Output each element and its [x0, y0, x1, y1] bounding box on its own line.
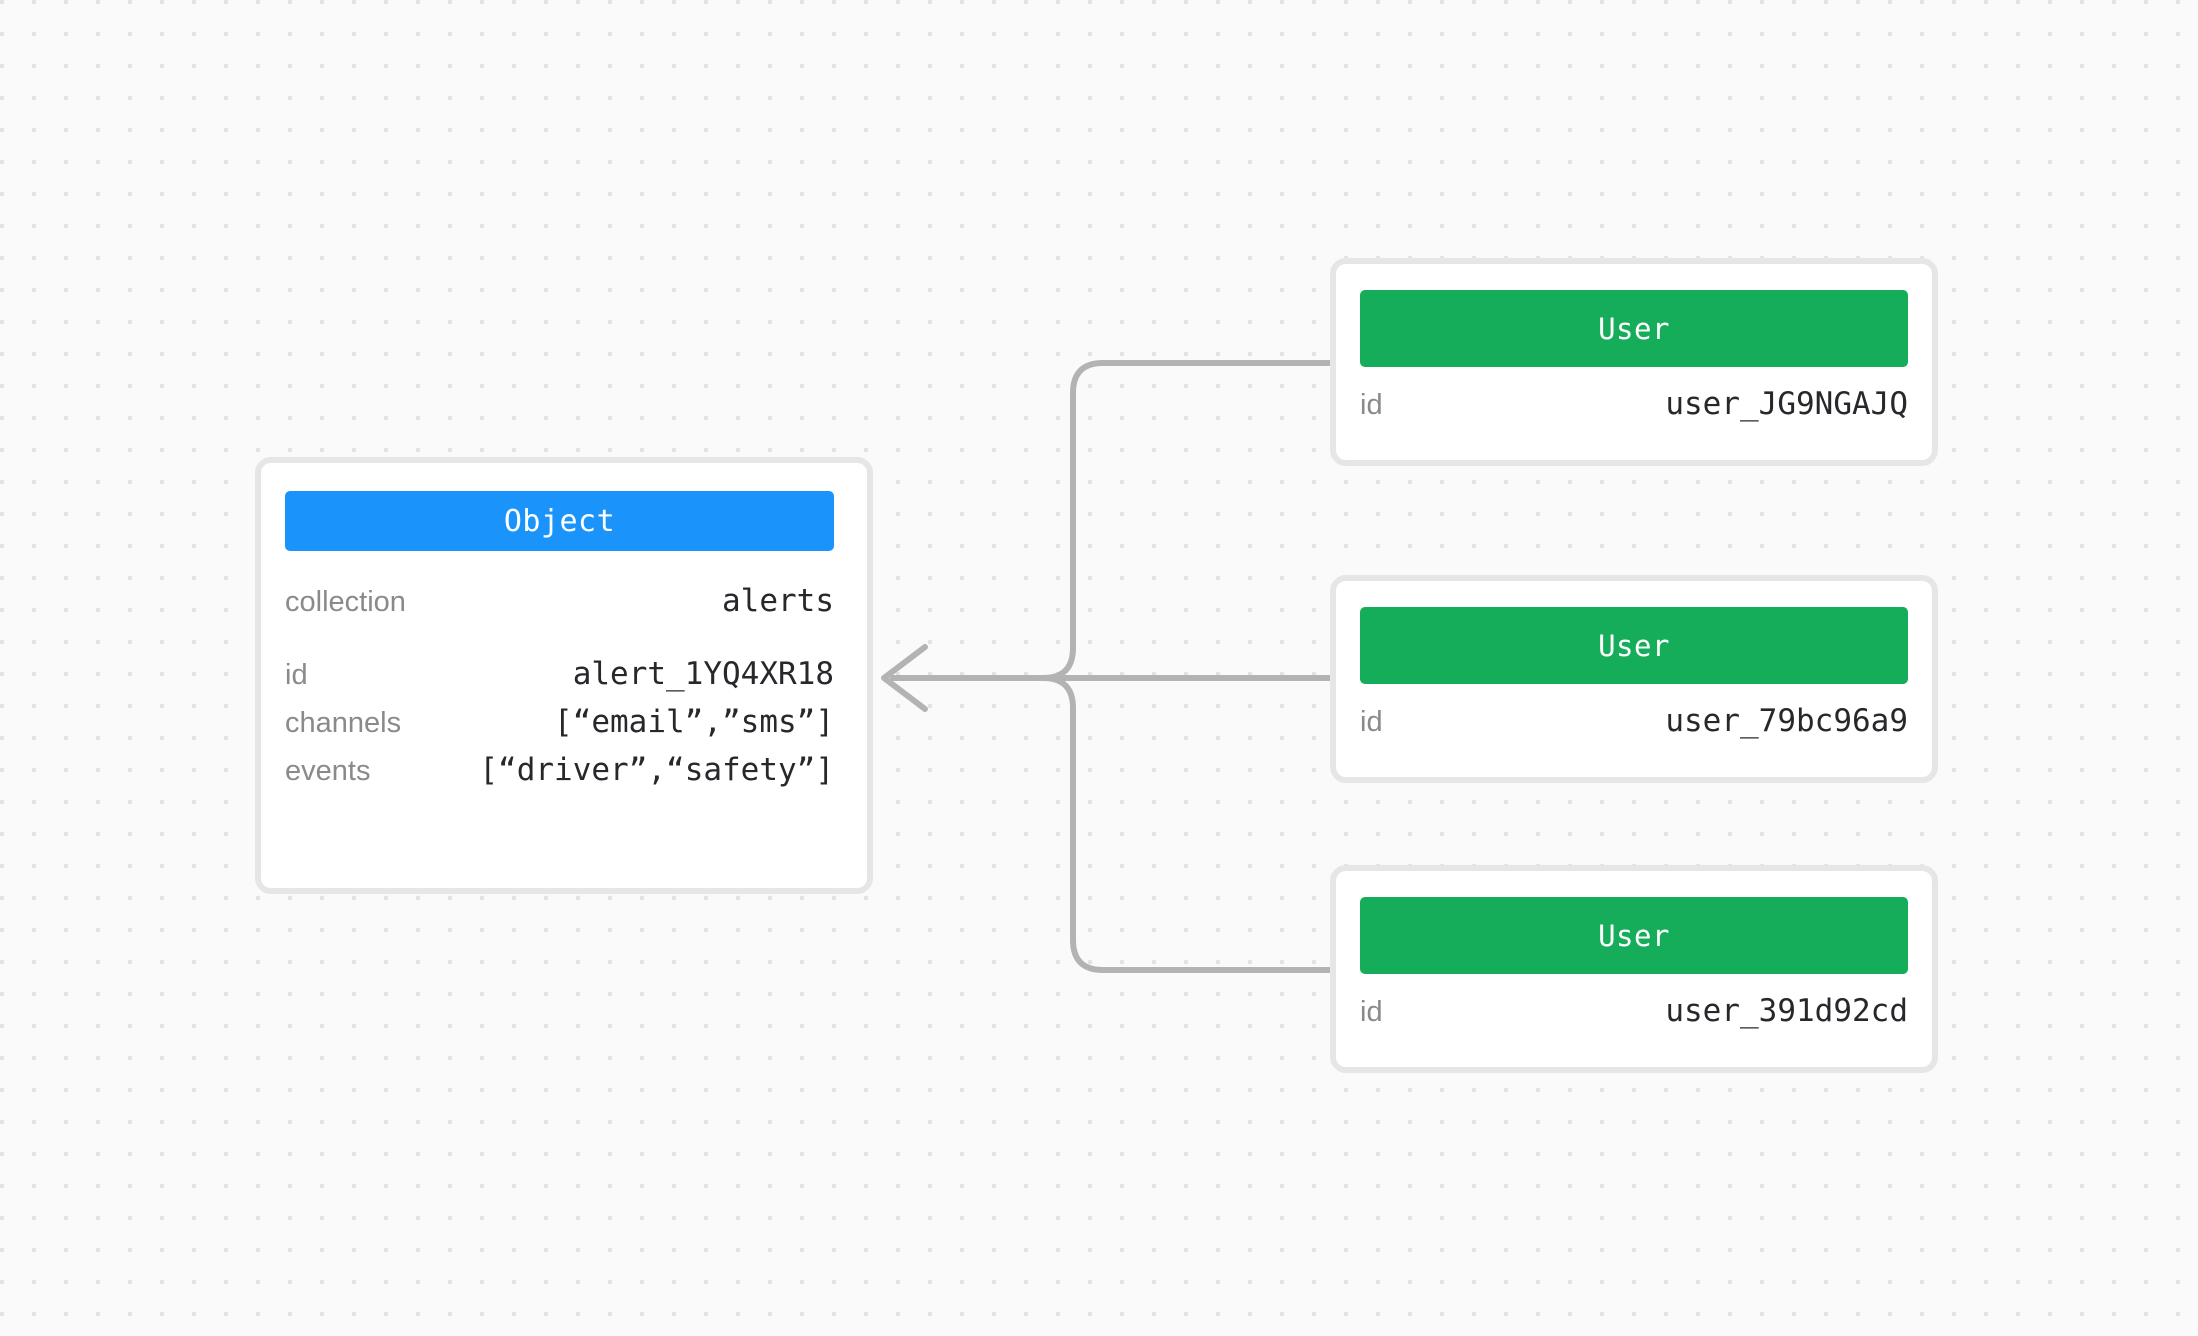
field-value: alerts [722, 583, 834, 619]
field-row-id: id user_79bc96a9 [1360, 703, 1908, 747]
field-value: [“email”,”sms”] [554, 704, 834, 740]
field-key: id [285, 659, 308, 691]
user-node-fields: id user_79bc96a9 [1360, 703, 1908, 747]
object-node-title: Object [285, 491, 834, 551]
field-key: collection [285, 586, 406, 618]
field-row-channels: channels [“email”,”sms”] [285, 704, 834, 752]
user-node-title: User [1360, 290, 1908, 367]
edge-user-0 [890, 360, 1336, 681]
field-value: user_JG9NGAJQ [1665, 386, 1908, 422]
field-key: id [1360, 389, 1383, 421]
field-value: [“driver”,“safety”] [479, 752, 834, 788]
field-value: user_391d92cd [1665, 993, 1908, 1029]
field-row-events: events [“driver”,“safety”] [285, 752, 834, 800]
object-node[interactable]: Object collection alerts id alert_1YQ4XR… [255, 457, 873, 894]
user-node[interactable]: User id user_79bc96a9 [1330, 575, 1938, 783]
field-key: events [285, 755, 371, 787]
field-group-divider [285, 631, 834, 656]
field-value: user_79bc96a9 [1665, 703, 1908, 739]
user-node[interactable]: User id user_JG9NGAJQ [1330, 258, 1938, 466]
field-key: id [1360, 706, 1383, 738]
field-key: channels [285, 707, 402, 739]
field-row-collection: collection alerts [285, 583, 834, 631]
field-row-id: id alert_1YQ4XR18 [285, 656, 834, 704]
object-node-fields: collection alerts id alert_1YQ4XR18 chan… [285, 583, 834, 800]
user-node-fields: id user_JG9NGAJQ [1360, 386, 1908, 430]
user-node-title: User [1360, 897, 1908, 974]
field-row-id: id user_391d92cd [1360, 993, 1908, 1037]
user-node[interactable]: User id user_391d92cd [1330, 865, 1938, 1073]
user-node-fields: id user_391d92cd [1360, 993, 1908, 1037]
user-node-title: User [1360, 607, 1908, 684]
field-key: id [1360, 996, 1383, 1028]
field-value: alert_1YQ4XR18 [572, 656, 834, 692]
field-row-id: id user_JG9NGAJQ [1360, 386, 1908, 430]
edge-arrowhead-icon [881, 644, 928, 712]
edge-user-2 [890, 675, 1336, 973]
